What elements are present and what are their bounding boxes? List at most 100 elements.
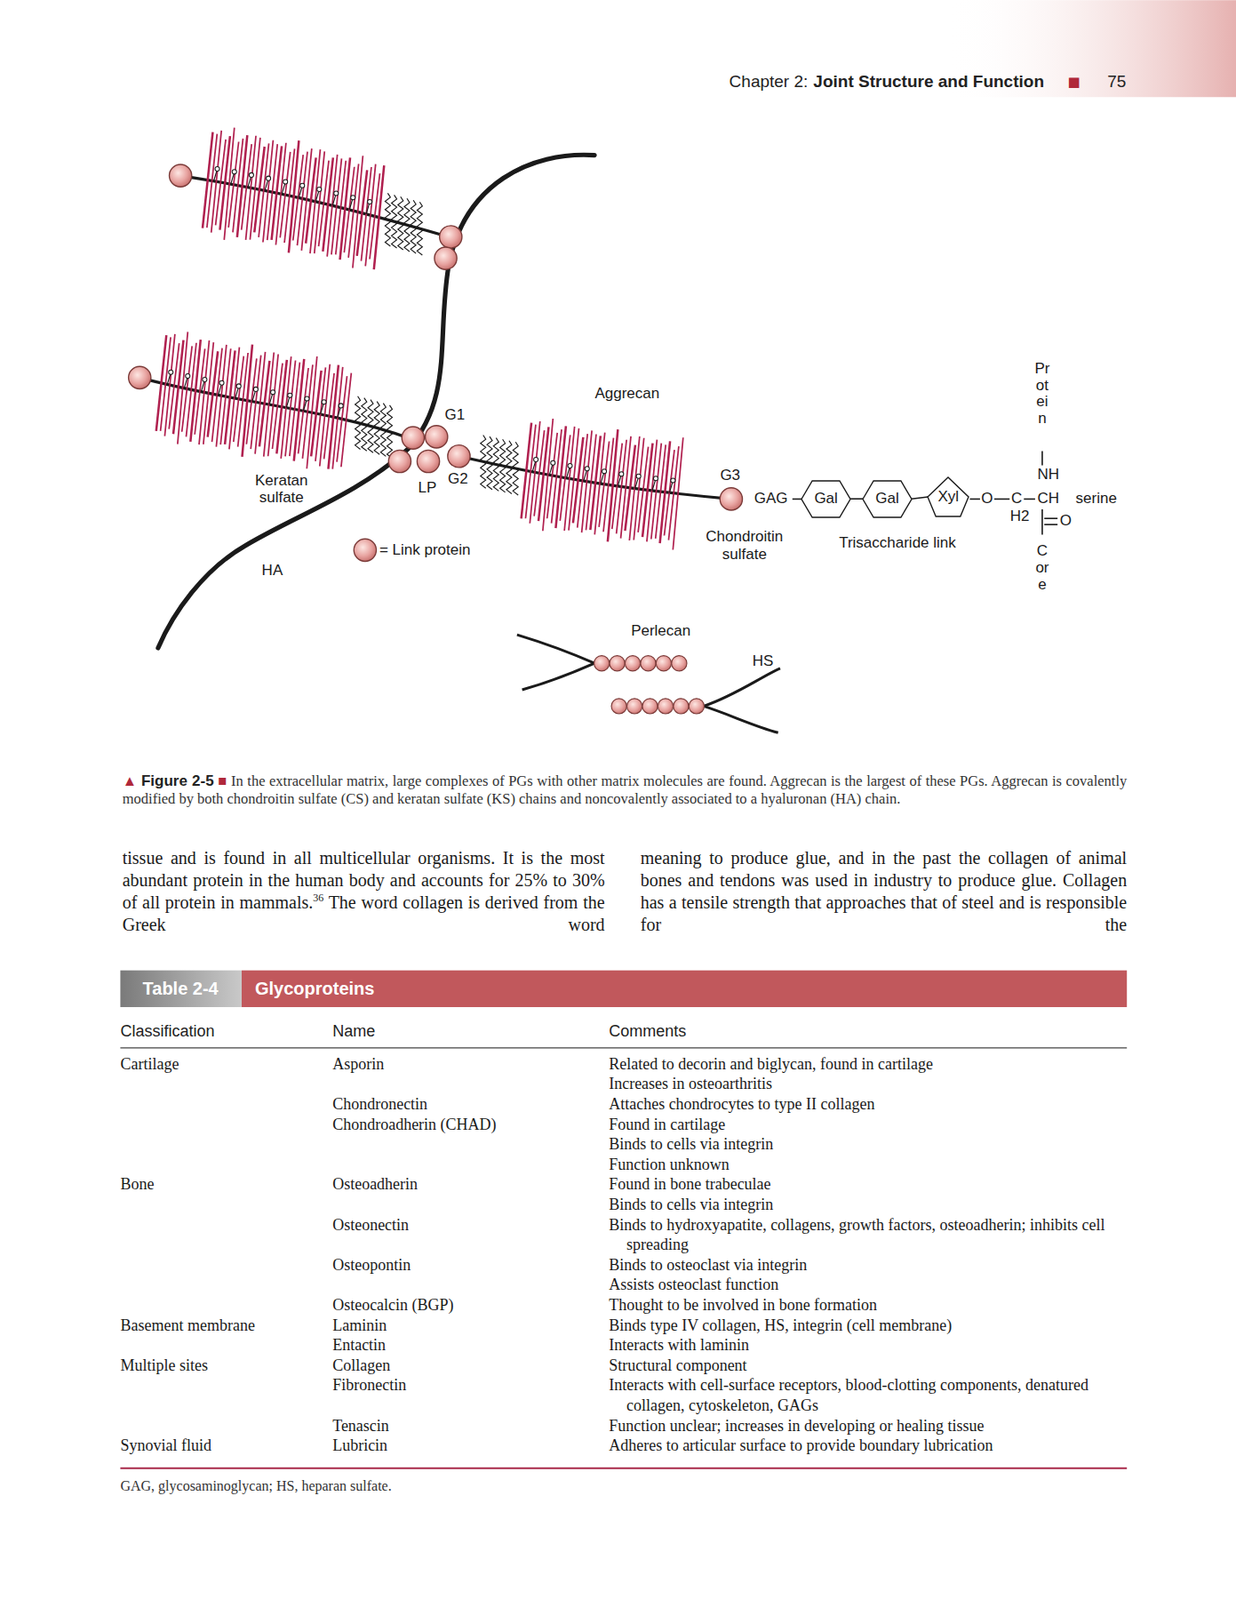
table-cell: Binds to cells via integrin: [608, 1194, 1129, 1215]
keratan-sulfate-chain: [512, 441, 519, 495]
table-title-band: [241, 970, 1127, 1007]
sugar-hexagon: Gal: [862, 480, 912, 518]
oligosaccharide-stem: [183, 377, 187, 388]
table-cell: Structural component: [608, 1355, 1129, 1376]
keratan-sulfate-chain: [410, 199, 416, 254]
table-number: Table 2-4: [143, 978, 219, 999]
bond: [792, 498, 802, 501]
keratan-sulfate-chain: [391, 194, 398, 248]
perlecan-domain: [688, 698, 704, 714]
chondroitin-sulfate-chain: [219, 135, 230, 231]
caption-marker: ▲: [122, 772, 138, 790]
chondroitin-sulfate-chain: [246, 358, 256, 444]
table-cell: Chondronectin: [332, 1093, 428, 1115]
domain-label: G3: [719, 466, 741, 485]
oligosaccharide-stem: [566, 467, 569, 478]
bond: [1044, 517, 1058, 519]
oligosaccharide-stem: [669, 482, 672, 493]
marker-square: ■: [1067, 73, 1080, 90]
chem-label: H2: [1010, 507, 1030, 526]
chondroitin-sulfate-chain: [298, 367, 309, 454]
table-cell: Attaches chondrocytes to type II collage…: [608, 1093, 1129, 1115]
bond: [1023, 498, 1036, 501]
oligosaccharide: [367, 199, 373, 204]
perlecan-domain: [594, 655, 610, 671]
table-cell: Found in bone trabeculae: [608, 1173, 1129, 1195]
table-cell: Assists osteoclast function: [608, 1274, 1129, 1295]
body-text: meaning to produce glue, and in the past…: [640, 847, 1127, 935]
oligosaccharide-stem: [337, 407, 341, 418]
chondroitin-sulfate-chain: [212, 348, 223, 443]
perlecan-domains: [594, 655, 705, 714]
table-cell: Function unknown: [608, 1154, 1129, 1175]
chondroitin-sulfate-chain: [297, 151, 308, 247]
perlecan-line: [703, 668, 781, 706]
part-label: Keratan sulfate: [241, 471, 322, 507]
chondroitin-sulfate-chain: [241, 143, 252, 230]
globular-domain: [169, 164, 192, 187]
legend-text: = Link protein: [379, 541, 471, 559]
keratan-sulfate-chain: [493, 438, 499, 492]
oligosaccharide-stem: [235, 388, 239, 399]
chondroitin-sulfate-chain: [259, 360, 270, 447]
chondroitin-sulfate-chain: [348, 163, 359, 258]
chondroitin-sulfate-chain: [668, 446, 678, 541]
chem-label: CH: [1037, 489, 1061, 508]
node-text: Xyl: [938, 487, 960, 506]
table-cell: Binds to osteoclast via integrin: [608, 1254, 1129, 1276]
table-number-band: [119, 970, 242, 1007]
table-cell: Osteocalcin (BGP): [332, 1294, 454, 1316]
chondroitin-sulfate-chain: [173, 340, 184, 435]
caption-marker: ■: [217, 772, 227, 790]
keratan-sulfate-chain: [361, 398, 367, 452]
domain-label: LP: [417, 478, 437, 497]
oligosaccharide: [653, 476, 658, 481]
table-cell: Fibronectin: [332, 1374, 407, 1396]
table-cell: Asporin: [332, 1053, 384, 1075]
oligosaccharide: [601, 469, 607, 474]
reference-number: 36: [312, 891, 324, 904]
table-cell: Found in cartilage: [608, 1114, 1129, 1135]
perlecan-domain: [626, 698, 642, 714]
outline-shape: [862, 480, 912, 518]
table-cell: Interacts with cell-surface receptors, b…: [608, 1374, 1129, 1415]
chem-label: serine: [1076, 489, 1117, 508]
globular-domain: [425, 425, 448, 448]
oligosaccharide: [202, 377, 208, 383]
globular-domain: [401, 426, 424, 449]
oligosaccharide-stem: [583, 470, 587, 481]
oligosaccharide-stem: [635, 478, 638, 488]
chondroitin-sulfate-chain: [538, 426, 549, 521]
oligosaccharide-stem: [532, 461, 535, 471]
oligosaccharide: [534, 457, 539, 463]
caption-text: In the extracellular matrix, large compl…: [122, 772, 1128, 808]
oligosaccharide-stem: [349, 199, 352, 209]
table-cell: Collagen: [332, 1355, 391, 1376]
chondroitin-sulfate-chain: [573, 437, 583, 523]
table-cell: Binds to hydroxyapatite, collagens, grow…: [608, 1214, 1129, 1255]
chondroitin-sulfate-chain: [194, 348, 205, 434]
chem-label: NH: [1037, 465, 1061, 484]
perlecan-domain: [655, 655, 671, 671]
chondroitin-sulfate-chain: [310, 370, 321, 456]
chondroitin-sulfate-chain: [577, 433, 588, 528]
oligosaccharide-stem: [600, 473, 604, 484]
node-text: Gal: [813, 489, 838, 508]
link-protein: [416, 449, 439, 472]
table-cell: Thought to be involved in bone formation: [608, 1294, 1129, 1316]
oligosaccharide: [636, 473, 641, 479]
oligosaccharide-stem: [214, 170, 217, 181]
oligosaccharide-stem: [315, 191, 319, 201]
domain-label: G1: [445, 406, 466, 424]
hyaluronan-chain: [158, 154, 595, 648]
perlecan-domain: [640, 655, 656, 671]
running-head: Joint Structure and Function: [813, 71, 1045, 92]
connector: [850, 497, 863, 500]
globular-domain: [439, 225, 463, 248]
keratan-sulfate-chain: [367, 399, 374, 454]
oligosaccharide-stem: [269, 394, 272, 405]
chondroitin-sulfate-chain: [293, 154, 304, 240]
table-title: Glycoproteins: [255, 978, 375, 999]
table-cell: Multiple sites: [119, 1355, 208, 1376]
